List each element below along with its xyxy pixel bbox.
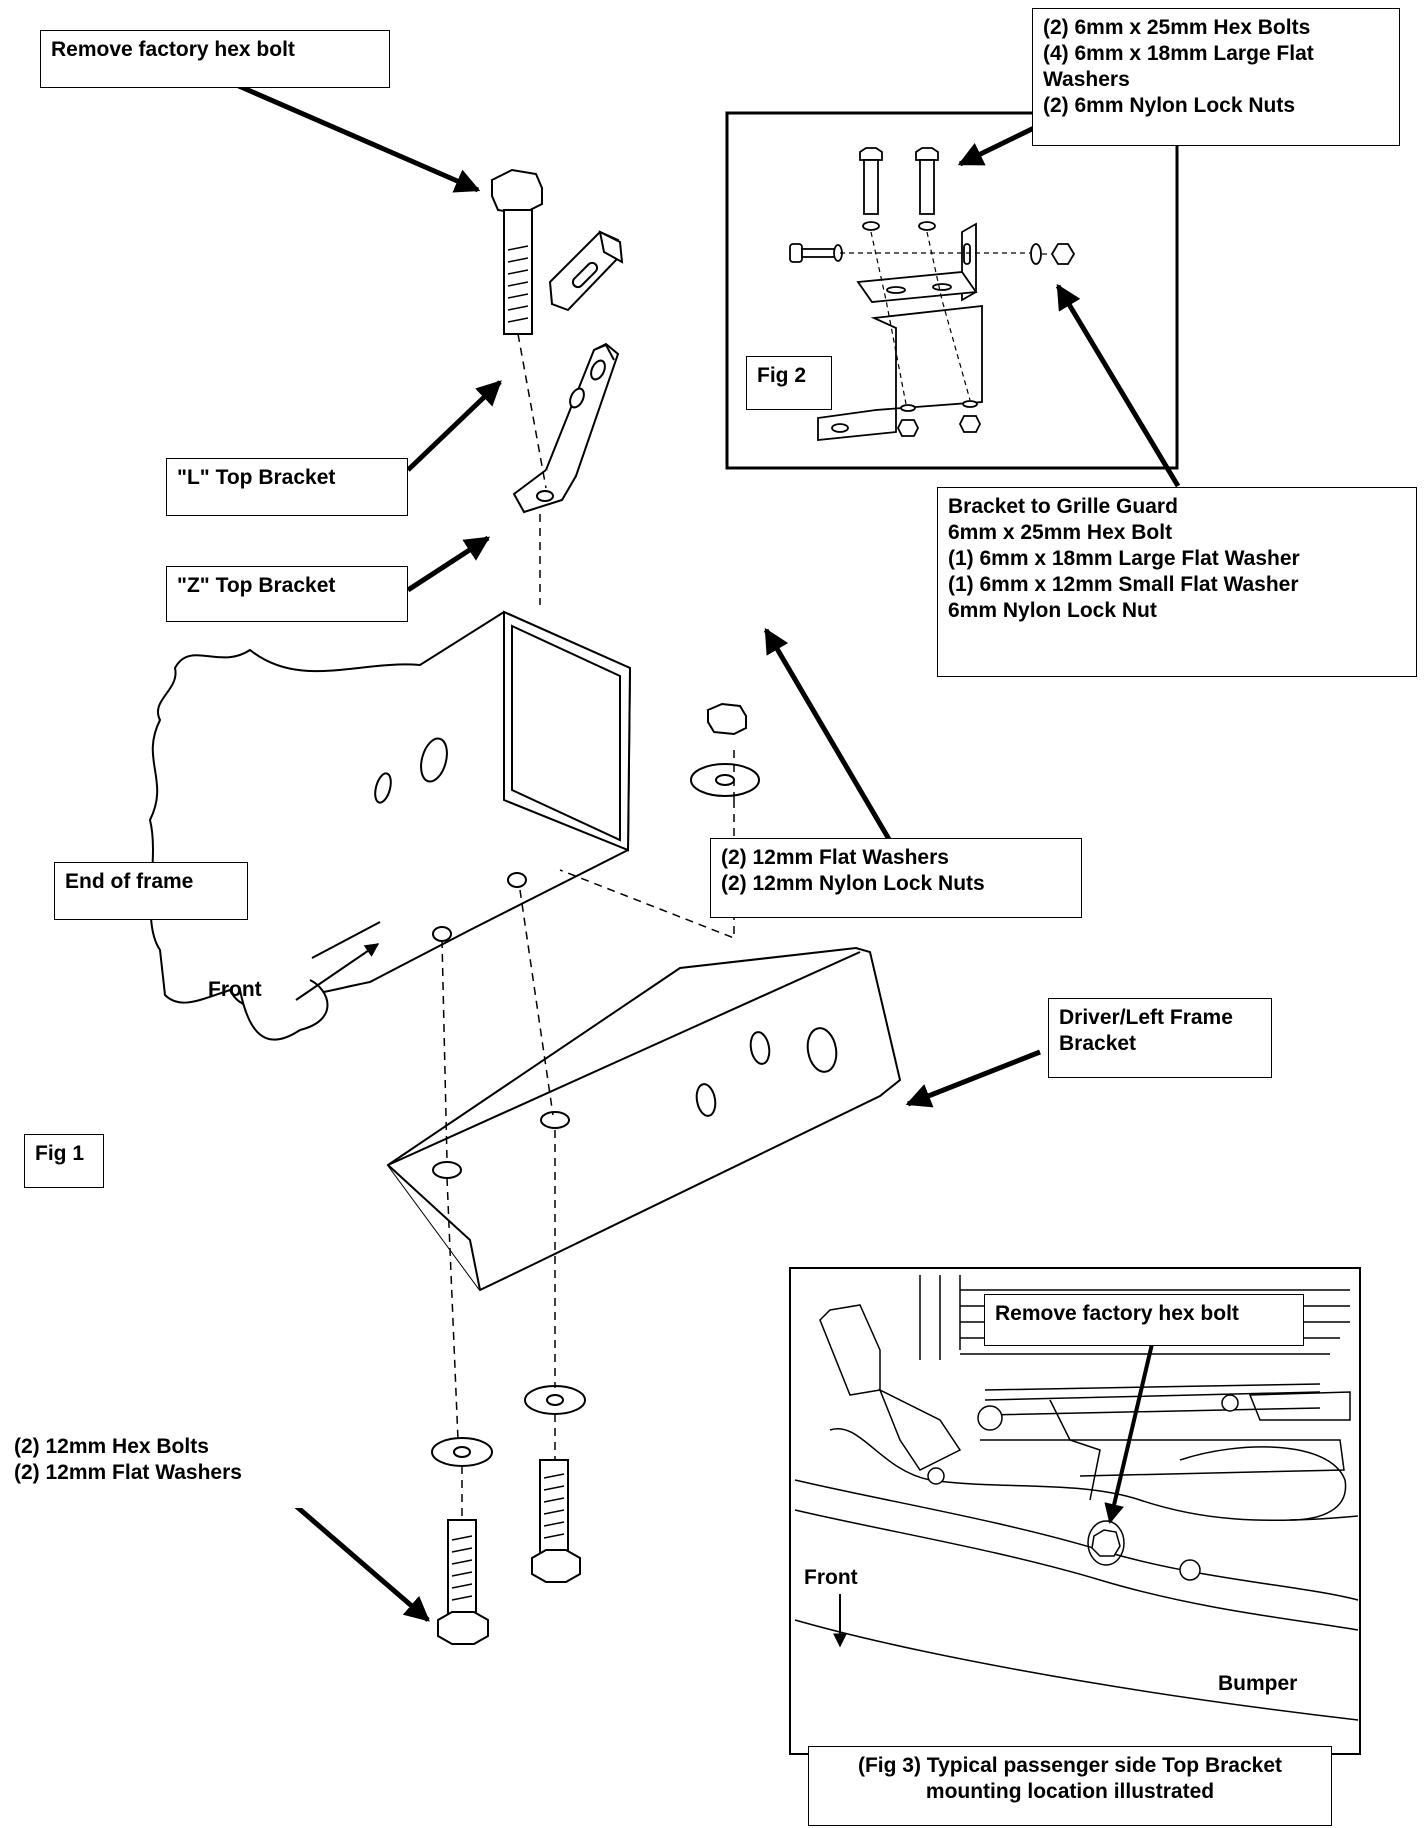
l-top-bracket-label: "L" Top Bracket [166, 458, 408, 516]
fig1-tag-text: Fig 1 [35, 1142, 85, 1165]
fig3-caption-line-1: (Fig 3) Typical passenger side Top Brack… [857, 1754, 1282, 1777]
z-top-bracket-part [512, 342, 620, 514]
fig2-drawing [789, 147, 1076, 441]
fig2-hardware-line-4: (2) 6mm Nylon Lock Nuts [1043, 94, 1296, 117]
fig2-hardware-line-1: (2) 6mm x 25mm Hex Bolts [1043, 16, 1311, 39]
lower-bolt-washer-right [524, 1385, 586, 1583]
washers-nuts-12mm-label: (2) 12mm Flat Washers (2) 12mm Nylon Loc… [710, 838, 1082, 918]
fig1-tag: Fig 1 [24, 1134, 104, 1188]
bracket-to-grille-label: Bracket to Grille Guard 6mm x 25mm Hex B… [937, 487, 1417, 677]
washers-nuts-line-1: (2) 12mm Flat Washers [721, 846, 949, 869]
fig2-dashed-lines [840, 231, 1050, 405]
bumper-label: Bumper [1218, 1672, 1298, 1695]
fig2-tag-text: Fig 2 [757, 364, 807, 387]
frame-edge-line [311, 921, 381, 959]
driver-frame-line-2: Bracket [1059, 1032, 1137, 1055]
front-label-fig3: Front [804, 1566, 858, 1589]
hex-bolts-12mm-label: (2) 12mm Hex Bolts (2) 12mm Flat Washers [4, 1428, 310, 1508]
lower-bolt-washer-left [431, 1437, 493, 1645]
end-of-frame-label: End of frame [54, 862, 248, 920]
fig2-hardware-line-3: Washers [1043, 68, 1130, 91]
driver-frame-line-1: Driver/Left Frame [1059, 1006, 1233, 1029]
z-top-bracket-text: "Z" Top Bracket [177, 574, 336, 597]
upper-nut-washer [690, 702, 760, 797]
fig2-arrow-grille [1055, 283, 1181, 488]
fig3-caption-line-2: mounting location illustrated [925, 1780, 1215, 1803]
vehicle-frame [148, 610, 632, 1041]
fig2-hardware-line-2: (4) 6mm x 18mm Large Flat [1043, 42, 1314, 65]
fig2-hardware-label: (2) 6mm x 25mm Hex Bolts (4) 6mm x 18mm … [1032, 8, 1400, 146]
assembly-lines-fig1 [441, 333, 735, 1520]
remove-bolt-fig3-label: Remove factory hex bolt [984, 1294, 1304, 1346]
washers-nuts-line-2: (2) 12mm Nylon Lock Nuts [721, 872, 985, 895]
bracket-grille-line-3: (1) 6mm x 18mm Large Flat Washer [948, 547, 1300, 570]
driver-frame-bracket-label: Driver/Left Frame Bracket [1048, 998, 1272, 1078]
hex-bolts-line-1: (2) 12mm Hex Bolts [14, 1435, 209, 1458]
remove-bolt-label: Remove factory hex bolt [40, 30, 390, 88]
bracket-grille-line-4: (1) 6mm x 12mm Small Flat Washer [948, 573, 1299, 596]
front-arrow-fig1 [295, 943, 380, 1001]
l-top-bracket-part [548, 230, 624, 312]
fig2-tag: Fig 2 [746, 356, 832, 410]
callout-arrows-fig1 [224, 77, 1041, 1622]
bracket-grille-line-1: Bracket to Grille Guard [948, 495, 1178, 518]
fig3-caption: (Fig 3) Typical passenger side Top Brack… [808, 1746, 1332, 1826]
fig2-arrow-bolts [957, 125, 1036, 167]
remove-bolt-text: Remove factory hex bolt [51, 38, 295, 61]
l-top-bracket-text: "L" Top Bracket [177, 466, 336, 489]
driver-frame-bracket [386, 946, 902, 1292]
fig3-drawing [789, 1267, 1361, 1755]
end-of-frame-text: End of frame [65, 870, 194, 893]
front-label-fig1: Front [208, 978, 262, 1001]
factory-hex-bolt [490, 168, 544, 335]
hex-bolts-line-2: (2) 12mm Flat Washers [14, 1461, 242, 1484]
z-top-bracket-label: "Z" Top Bracket [166, 566, 408, 622]
bracket-grille-line-5: 6mm Nylon Lock Nut [948, 599, 1157, 622]
remove-bolt-fig3-text: Remove factory hex bolt [995, 1302, 1239, 1325]
bracket-grille-line-2: 6mm x 25mm Hex Bolt [948, 521, 1173, 544]
